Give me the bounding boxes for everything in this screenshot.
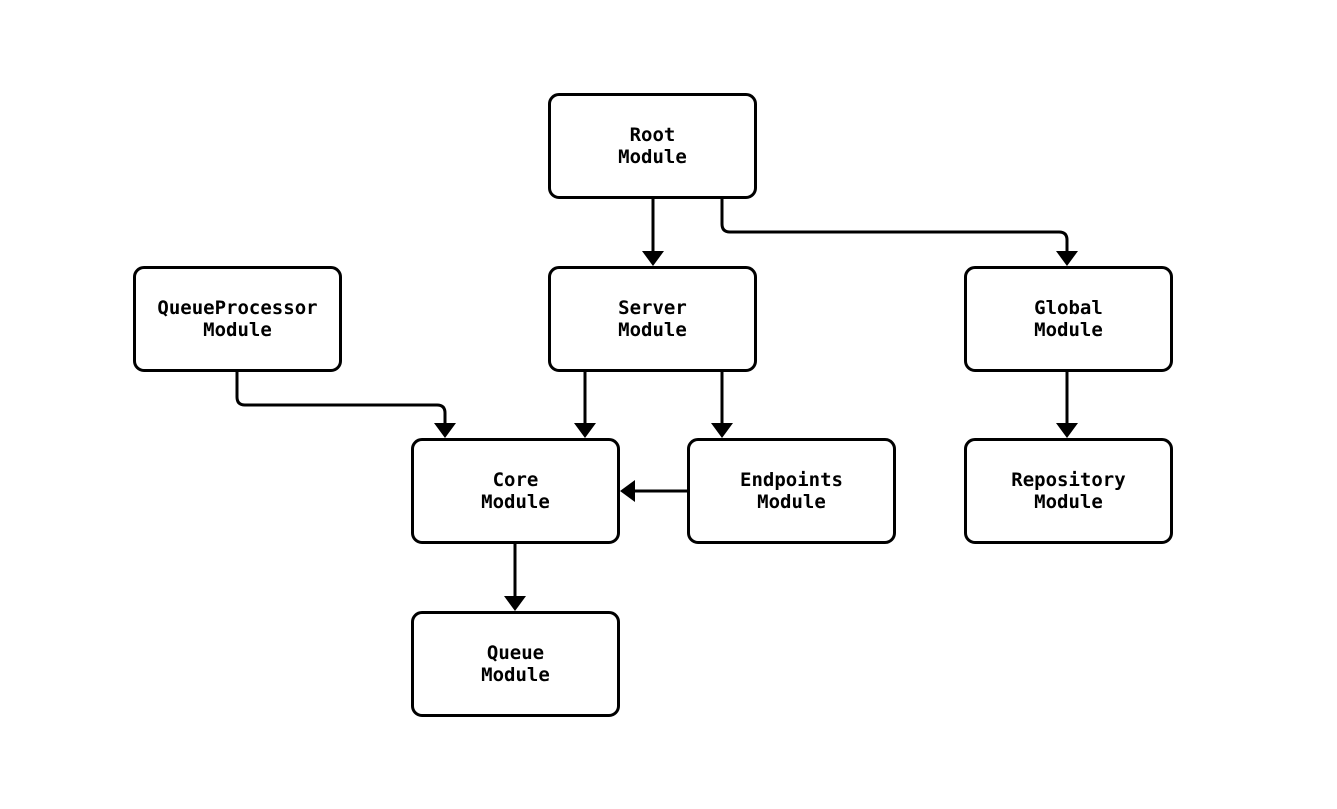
edge-server-to-endpoints — [711, 370, 733, 438]
node-queueprocessor-module-label: QueueProcessor Module — [157, 297, 318, 341]
node-root-module-label: Root Module — [618, 124, 687, 168]
node-core-module-label: Core Module — [481, 469, 550, 513]
node-repository-module-label: Repository Module — [1011, 469, 1126, 513]
arrowhead — [1056, 251, 1078, 266]
arrowhead — [620, 480, 635, 502]
edge-server-to-core — [574, 370, 596, 438]
edge-queueprocessor-to-core — [235, 370, 456, 438]
edge-core-to-queue — [504, 542, 526, 611]
node-server-module-label: Server Module — [618, 297, 687, 341]
arrowhead — [1056, 423, 1078, 438]
node-root-module: Root Module — [548, 93, 757, 199]
node-global-module: Global Module — [964, 266, 1173, 372]
node-queue-module: Queue Module — [411, 611, 620, 717]
arrowhead — [711, 423, 733, 438]
node-queueprocessor-module: QueueProcessor Module — [133, 266, 342, 372]
node-core-module: Core Module — [411, 438, 620, 544]
edge-endpoints-to-core — [620, 480, 689, 502]
arrowhead — [434, 423, 456, 438]
edge-root-to-global — [720, 197, 1078, 266]
arrowhead — [642, 251, 664, 266]
node-endpoints-module: Endpoints Module — [687, 438, 896, 544]
node-endpoints-module-label: Endpoints Module — [740, 469, 843, 513]
edge-global-to-repository — [1056, 370, 1078, 438]
node-queue-module-label: Queue Module — [481, 642, 550, 686]
node-repository-module: Repository Module — [964, 438, 1173, 544]
arrowhead — [574, 423, 596, 438]
arrowhead — [504, 596, 526, 611]
edge-root-to-server — [642, 197, 664, 266]
node-global-module-label: Global Module — [1034, 297, 1103, 341]
node-server-module: Server Module — [548, 266, 757, 372]
